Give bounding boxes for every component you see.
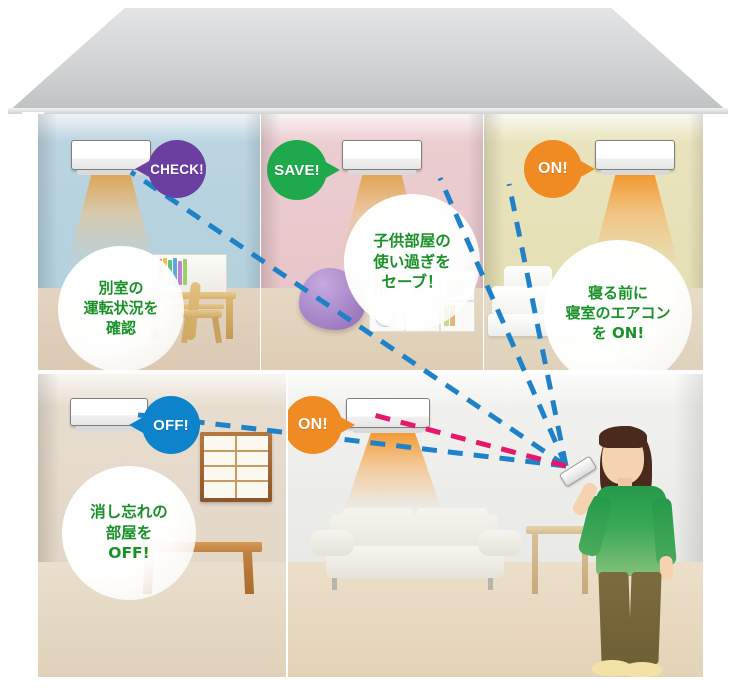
living-side-table-top (526, 526, 592, 534)
callout-japanese: 消し忘れの 部屋を OFF! (62, 466, 196, 600)
callout-study-line-1: 別室の (98, 279, 144, 298)
house-roof (8, 8, 728, 112)
callout-bedroom: 寝る前に 寝室のエアコン を ON! (544, 240, 692, 370)
callout-japanese-line-2: 部屋を (105, 523, 153, 542)
badge-save-tail (324, 161, 340, 179)
kids-air-conditioner[interactable] (342, 140, 422, 175)
person-leg-left (598, 572, 632, 664)
callout-study: 別室の 運転状況を 確認 (58, 246, 184, 370)
callout-kids-line-3: セーブ！ (381, 273, 443, 292)
badge-save[interactable]: SAVE! (267, 140, 340, 200)
badge-on-bedroom-tail (579, 160, 595, 178)
callout-kids-line-1: 子供部屋の (373, 232, 451, 251)
japanese-low-table-top (136, 542, 262, 552)
kids-ceiling (261, 114, 483, 143)
living-side-table-leg-right (582, 534, 588, 594)
badge-on-living-label: ON! (298, 416, 328, 433)
living-sofa-cushion-right (416, 508, 488, 550)
living-side-table-leg-left (532, 534, 538, 594)
living-sofa-arm-left (310, 530, 354, 556)
living-sofa-cushion-left (342, 508, 414, 550)
badge-off-tail (129, 416, 145, 434)
person-hair-top (599, 426, 647, 448)
bedroom-air-conditioner[interactable] (595, 140, 675, 175)
callout-kids-line-2: 使い過ぎを (373, 252, 451, 271)
badge-off-label: OFF! (153, 416, 189, 434)
living-sofa-foot-left (332, 578, 337, 590)
japanese-shoji-window (200, 432, 272, 502)
callout-bedroom-line-3: を ON! (591, 323, 645, 342)
kids-wall-left (261, 114, 281, 289)
person-with-remote[interactable] (558, 424, 692, 680)
badge-check[interactable]: CHECK! (135, 140, 206, 198)
living-air-conditioner[interactable] (346, 398, 430, 433)
badge-check-label: CHECK! (150, 161, 204, 177)
callout-bedroom-line-2: 寝室のエアコン (565, 304, 671, 323)
room-kids[interactable]: SAVE! 子供部屋の 使い過ぎを セーブ！ (261, 114, 483, 370)
bedroom-ceiling (484, 114, 703, 143)
living-sofa-arm-right (478, 530, 522, 556)
badge-save-label: SAVE! (274, 161, 320, 179)
callout-study-line-2: 運転状況を (83, 299, 159, 318)
living-wall-right (673, 374, 703, 581)
badge-off[interactable]: OFF! (129, 396, 200, 454)
living-sofa-foot-right (488, 578, 493, 590)
callout-japanese-line-1: 消し忘れの (90, 503, 168, 522)
room-bedroom[interactable]: ON! 寝る前に 寝室のエアコン を ON! (484, 114, 703, 370)
study-ceiling (38, 114, 260, 143)
japanese-wall-left (38, 374, 61, 581)
person-foot-right (622, 662, 662, 677)
callout-bedroom-line-1: 寝る前に (587, 284, 648, 303)
bedroom-wall-left (484, 114, 504, 289)
study-wall-left (38, 114, 58, 289)
room-japanese[interactable]: OFF! 消し忘れの 部屋を OFF! (38, 374, 286, 677)
roof-eave (8, 108, 728, 114)
room-study[interactable]: CHECK! 別室の 運転状況を 確認 (38, 114, 260, 370)
badge-on-living-tail (339, 416, 355, 434)
study-desk-leg-right (226, 299, 233, 339)
badge-on-bedroom-label: ON! (538, 160, 568, 177)
callout-kids: 子供部屋の 使い過ぎを セーブ！ (344, 194, 480, 330)
badge-on-bedroom[interactable]: ON! (524, 140, 595, 198)
badge-check-tail (135, 160, 151, 178)
person-leg-right (628, 572, 662, 664)
callout-study-line-3: 確認 (105, 318, 136, 337)
bedroom-wall-right (687, 114, 703, 289)
callout-japanese-line-3: OFF! (108, 544, 150, 563)
living-sofa-seat (326, 546, 504, 578)
study-wall-right (244, 114, 260, 289)
